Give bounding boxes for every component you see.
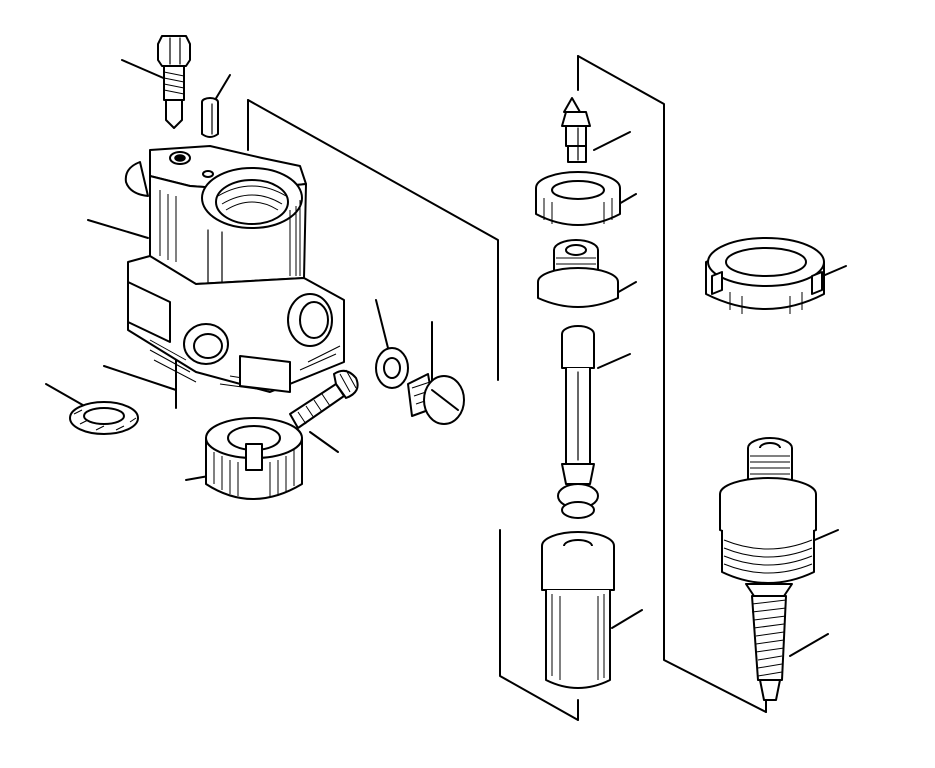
pump-housing	[124, 145, 345, 393]
threaded-insert	[537, 239, 619, 308]
vent-screw	[157, 35, 191, 129]
leader-plunger	[597, 353, 631, 369]
barrel-sleeve	[541, 531, 615, 689]
leader-lock-washer	[45, 383, 89, 409]
drive-gear	[205, 417, 303, 500]
set-screw	[289, 369, 359, 429]
leader-housing	[87, 219, 149, 239]
lock-washer	[69, 401, 139, 435]
leader-spring-body	[789, 633, 829, 657]
valve-seat-ring	[535, 171, 621, 226]
leader-delivery-valve	[593, 131, 631, 151]
leader-vent-screw	[121, 59, 169, 81]
leader-barrel-sleeve	[611, 609, 643, 629]
bracket-housing-right	[247, 99, 499, 381]
leader-set-screw	[309, 431, 339, 453]
slotted-screw	[407, 373, 465, 425]
bracket-right	[663, 239, 767, 713]
bracket-washer	[103, 359, 177, 409]
union-fitting	[719, 437, 817, 584]
bracket-middle-top	[577, 55, 665, 241]
castellated-nut	[705, 237, 825, 314]
sealing-washer	[375, 347, 409, 389]
delivery-valve	[561, 97, 591, 163]
plunger	[557, 325, 599, 519]
dowel-pin	[201, 97, 219, 138]
spring-body	[745, 583, 793, 701]
bracket-middle-bottom	[499, 529, 579, 721]
leader-sealing-washer	[375, 299, 389, 349]
